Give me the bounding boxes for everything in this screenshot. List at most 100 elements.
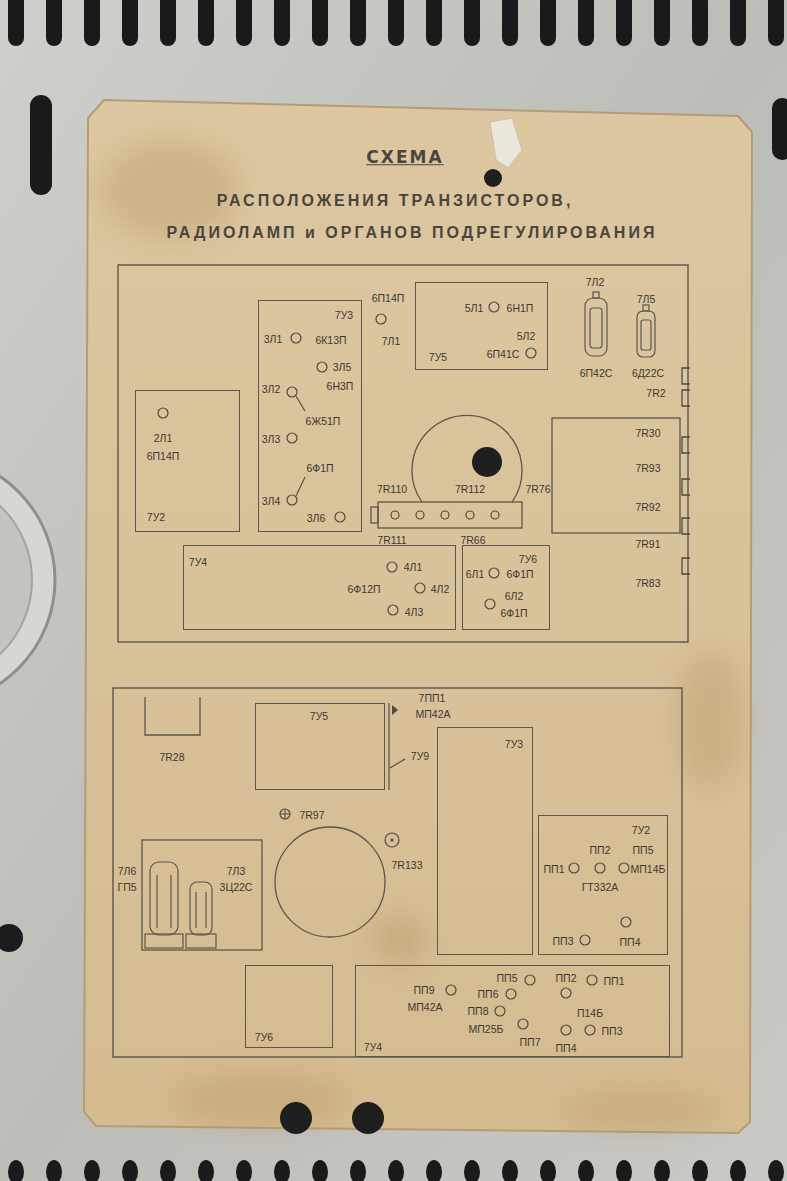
- module-label: 7У4: [364, 1041, 382, 1053]
- mounting-hole: [280, 1102, 312, 1134]
- label-holder: 6Ф1П: [306, 458, 333, 476]
- panel-outline: [113, 688, 682, 1057]
- trimmer-bracket: [682, 558, 690, 574]
- label-holder: 7Л3: [227, 861, 246, 879]
- vent-slot: [388, 0, 404, 46]
- part-label: 6Ф1П: [506, 568, 533, 580]
- label-holder: 7R93: [635, 458, 660, 476]
- part-label: 7Л5: [637, 293, 656, 305]
- socket-circle: [495, 1006, 505, 1016]
- part-label: ПП9: [414, 984, 435, 996]
- label-holder: ПП4: [620, 932, 641, 950]
- label-holder: РАДИОЛАМП и ОРГАНОВ ПОДРЕГУЛИРОВАНИЯ: [167, 224, 658, 242]
- label-holder: 7Л1: [382, 331, 401, 349]
- diagram-title: СХЕМА: [366, 148, 443, 168]
- part-label: 7R110: [377, 483, 407, 495]
- vent-slot: [616, 0, 632, 46]
- part-label: ПП1: [604, 975, 625, 987]
- vent-slot: [426, 0, 442, 46]
- label-holder: 7R30: [635, 423, 660, 441]
- leader-line: [296, 396, 405, 768]
- socket-circle: [415, 583, 425, 593]
- part-label: ПП7: [520, 1036, 541, 1048]
- vent-slot: [122, 0, 138, 46]
- part-label: ПП4: [556, 1042, 577, 1054]
- part-label: 7ПП1: [419, 692, 446, 704]
- socket-circle: [525, 975, 535, 985]
- paper-stain: [675, 650, 745, 790]
- part-label: 3Л3: [262, 433, 281, 445]
- label-holder: ПП1: [604, 971, 625, 989]
- round-disc: [0, 455, 55, 705]
- part-label: ПП3: [553, 935, 574, 947]
- label-holder: 6Л1: [466, 564, 485, 582]
- trimmer-bracket: [682, 368, 690, 384]
- module-board: 7У3: [437, 727, 533, 955]
- part-label: 7Л6: [118, 865, 137, 877]
- socket-circle: [387, 562, 397, 572]
- label-holder: 6Н3П: [327, 376, 354, 394]
- tube-symbol: [150, 862, 178, 935]
- label-holder: 2Л1: [154, 428, 173, 446]
- vent-slot: [122, 1160, 138, 1181]
- socket-circle: [489, 302, 499, 312]
- part-label: МП42А: [408, 1001, 443, 1013]
- paper-stain: [100, 140, 745, 1130]
- part-label: 7R91: [635, 538, 660, 550]
- leader-line: [296, 477, 305, 496]
- socket-circle: [506, 989, 516, 999]
- part-label: ГП5: [117, 881, 136, 893]
- label-holder: 7У5: [429, 347, 447, 365]
- socket-circle: [587, 975, 597, 985]
- vent-slot: [540, 0, 556, 46]
- label-holder: 7У5: [310, 706, 328, 724]
- label-holder: 3Л6: [307, 508, 326, 526]
- module-label: 7У5: [310, 710, 328, 722]
- socket-circle: [580, 935, 590, 945]
- label-holder: 7Л5: [637, 289, 656, 307]
- label-holder: 7У4: [189, 552, 207, 570]
- vent-slot: [578, 1160, 594, 1181]
- vent-slot: [616, 1160, 632, 1181]
- part-label: 6П14П: [372, 292, 405, 304]
- part-label: 7R133: [392, 859, 423, 871]
- label-holder: 4Л3: [405, 602, 424, 620]
- vent-slot: [426, 1160, 442, 1181]
- label-holder: 7Л2: [586, 272, 605, 290]
- panel-outline: [118, 265, 688, 642]
- label-holder: 6П41С: [487, 344, 520, 362]
- part-label: МП14Б: [631, 863, 666, 875]
- socket-circle: [291, 333, 301, 343]
- part-label: ПП5: [633, 844, 654, 856]
- screw-hole: [0, 924, 23, 952]
- chassis-part: [552, 418, 680, 533]
- trimmer-symbol: [390, 838, 393, 841]
- tube-symbol: [593, 292, 599, 298]
- tube-symbol: [190, 882, 212, 935]
- part-label: 3Ц22С: [220, 881, 253, 893]
- vent-slot: [198, 1160, 214, 1181]
- label-holder: ПП6: [478, 984, 499, 1002]
- socket-circle: [441, 511, 449, 519]
- label-holder: 3Л4: [262, 491, 281, 509]
- part-label: ГТ332А: [582, 881, 619, 893]
- part-label: 6Н1П: [507, 302, 534, 314]
- part-label: 5Л1: [465, 302, 484, 314]
- trimmer-bracket: [682, 437, 690, 453]
- trimmer-symbol: [392, 705, 398, 715]
- module-label: 7У3: [505, 738, 523, 750]
- part-label: 3Л4: [262, 495, 281, 507]
- label-holder: 6Ж51П: [306, 411, 341, 429]
- vent-slot: [274, 0, 290, 46]
- label-holder: 3Л5: [333, 357, 352, 375]
- chassis-part: [275, 827, 385, 937]
- mounting-hole: [352, 1102, 384, 1134]
- vent-slot: [692, 0, 708, 46]
- socket-circle: [619, 863, 629, 873]
- paper-tear: [484, 169, 502, 187]
- part-label: ПП4: [620, 936, 641, 948]
- vent-slot: [768, 0, 784, 46]
- label-holder: МП25Б: [469, 1019, 504, 1037]
